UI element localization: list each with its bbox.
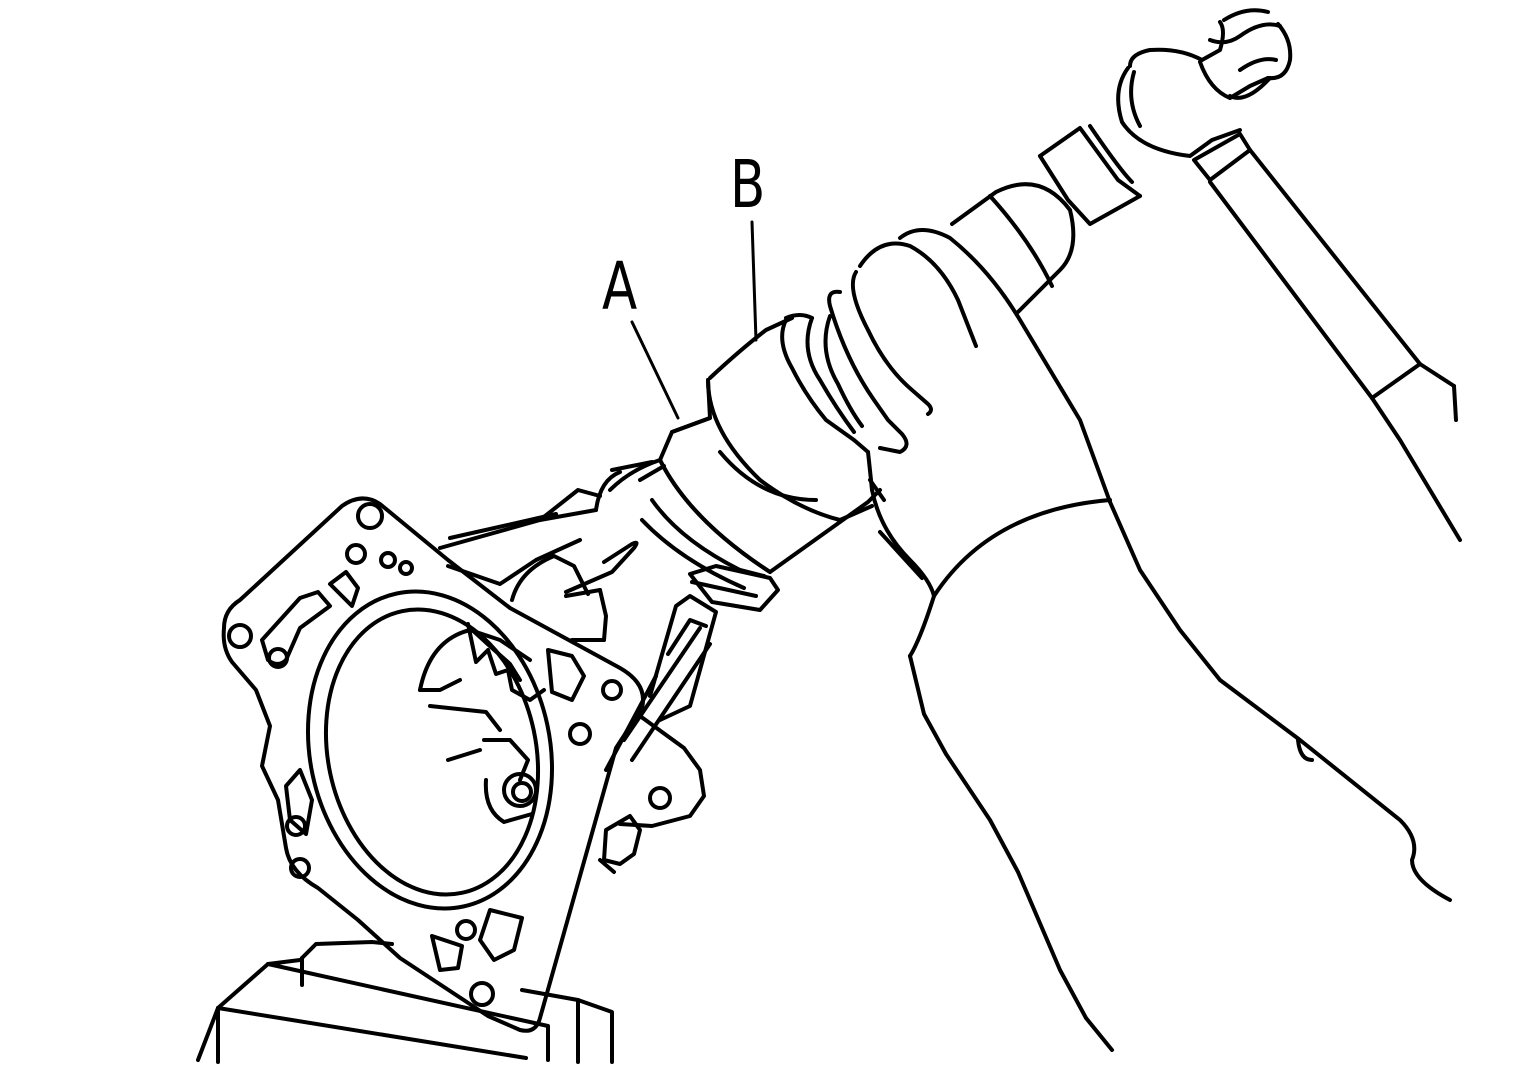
- hand: [780, 228, 1452, 1052]
- callout-leaders: [630, 220, 758, 420]
- installer-tool: [608, 313, 882, 590]
- leader-line-a: [630, 320, 680, 420]
- leader-line-b: [750, 220, 758, 342]
- hammer: [950, 8, 1462, 542]
- callout-label-a: A: [602, 248, 638, 325]
- transmission-housing: [221, 460, 780, 1033]
- callout-label-b: B: [730, 146, 766, 223]
- bench-vise-block: [196, 940, 614, 1064]
